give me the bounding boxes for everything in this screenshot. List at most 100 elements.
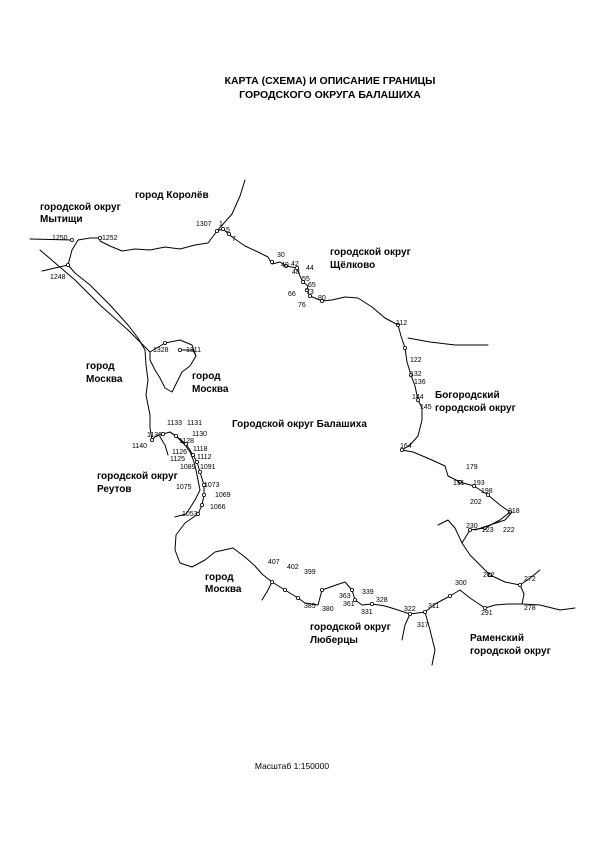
- point-labels: 1307 1 5 7 30 40 42 44 48 55 65 73 66 76…: [50, 221, 536, 629]
- point-label: 44: [306, 265, 314, 272]
- point-label: 1075: [176, 484, 192, 491]
- point-label: 1066: [210, 504, 226, 511]
- point-label: 144: [412, 394, 424, 401]
- moskva-south-line: [261, 581, 273, 601]
- scale-label: Масштаб 1:150000: [255, 761, 329, 771]
- point-label: 30: [277, 252, 285, 259]
- region-labels: городской округ Мытищи город Королёв гор…: [40, 190, 551, 657]
- region-label-mytishchi-2: Мытищи: [40, 214, 83, 225]
- shchelkovo-east-line: [407, 337, 489, 346]
- moskva-railway-line: [39, 249, 151, 353]
- point-label: 65: [308, 282, 316, 289]
- point-label: 1112: [197, 454, 212, 461]
- point-label: 136: [414, 379, 426, 386]
- point-label: 55: [302, 276, 310, 283]
- point-label: 76: [298, 302, 306, 309]
- region-label-bogorodsky-1: Богородский: [435, 390, 500, 401]
- point-label: 278: [524, 605, 536, 612]
- point-label: 230: [466, 523, 478, 530]
- region-label-shchelkovo-1: городской округ: [330, 247, 411, 258]
- moskva-enclave-inner: [179, 349, 197, 357]
- point-label: 291: [481, 610, 493, 617]
- point-label: 218: [508, 508, 520, 515]
- point-label: 193: [473, 480, 485, 487]
- mytishchi-korolev-divider: [29, 238, 73, 241]
- point-label: 1140: [132, 443, 147, 450]
- region-label-ramensky-1: Раменский: [470, 633, 524, 644]
- ramensky-northeast-line: [519, 569, 541, 586]
- region-label-moskva-west-1: город: [86, 361, 115, 372]
- point-label: 328: [376, 597, 388, 604]
- point-label: 1130: [192, 431, 207, 438]
- region-label-moskva-enclave-1: город: [192, 371, 221, 382]
- point-label: 1248: [50, 274, 66, 281]
- point-label: 300: [455, 580, 467, 587]
- point-label: 1125: [170, 456, 185, 463]
- point-label: 317: [417, 622, 429, 629]
- point-label: 48: [292, 269, 300, 276]
- point-label: 1091: [200, 464, 216, 471]
- point-label: 66: [288, 291, 296, 298]
- point-label: 407: [268, 559, 280, 566]
- point-label: 1069: [215, 492, 231, 499]
- point-label: 7: [232, 236, 236, 243]
- point-label: 42: [291, 261, 299, 268]
- point-label: 1128: [179, 438, 194, 445]
- point-label: 5: [226, 227, 230, 234]
- point-label: 112: [396, 320, 407, 327]
- lyubertsy-river-line: [401, 613, 411, 641]
- point-label: 40: [281, 262, 289, 269]
- region-label-moskva-south-1: город: [205, 572, 234, 583]
- point-label: 339: [362, 589, 374, 596]
- region-label-shchelkovo-2: Щёлково: [330, 260, 375, 271]
- point-label: 272: [524, 576, 536, 583]
- region-label-moskva-south-2: Москва: [205, 584, 242, 595]
- point-label: 322: [404, 606, 416, 613]
- point-label: 1118: [193, 446, 208, 453]
- point-label: 198: [481, 488, 493, 495]
- korolev-north-line: [216, 179, 246, 232]
- mytishchi-west-line: [41, 264, 69, 272]
- region-label-lyubertsy-1: городской округ: [310, 622, 391, 633]
- point-label: 202: [470, 499, 482, 506]
- point-label: 1328: [153, 347, 169, 354]
- ramensky-east-line: [521, 603, 576, 611]
- point-label: 1252: [102, 235, 118, 242]
- map-title-line-2: ГОРОДСКОГО ОКРУГА БАЛАШИХА: [239, 89, 421, 101]
- point-label: 73: [306, 289, 314, 296]
- point-label: 380: [322, 606, 334, 613]
- region-label-ramensky-2: городской округ: [470, 646, 551, 657]
- point-label: 1089: [180, 464, 196, 471]
- point-label: 385: [304, 603, 316, 610]
- region-label-mytishchi-1: городской округ: [40, 202, 121, 213]
- point-label: 311: [428, 603, 439, 610]
- point-label: 132: [410, 371, 422, 378]
- point-label: 1136: [147, 432, 162, 439]
- reutov-boundary: [169, 431, 201, 518]
- moskva-enclave-boundary: [149, 339, 197, 393]
- point-label: 179: [466, 464, 478, 471]
- point-label: 223: [482, 527, 494, 534]
- point-label: 262: [483, 572, 495, 579]
- region-label-lyubertsy-2: Люберцы: [310, 634, 358, 646]
- region-label-reutov-1: городской округ: [97, 471, 178, 482]
- point-label: 122: [410, 357, 422, 364]
- point-label: 331: [361, 609, 373, 616]
- point-label: 1307: [196, 221, 212, 228]
- point-label: 1: [219, 221, 223, 228]
- lyubertsy-south-line: [424, 611, 436, 666]
- point-label: 164: [400, 443, 412, 450]
- point-label: 1131: [187, 420, 202, 427]
- point-label: 402: [287, 564, 299, 571]
- point-label: 1073: [204, 482, 220, 489]
- reutov-west-line: [159, 436, 169, 456]
- bogorodsky-east-line: [474, 511, 513, 531]
- point-label: 361: [343, 601, 355, 608]
- point-label: 222: [503, 527, 515, 534]
- point-label: 80: [318, 295, 326, 302]
- point-label: 1126: [172, 449, 187, 456]
- ramensky-north-line: [437, 519, 463, 544]
- point-label: 399: [304, 569, 316, 576]
